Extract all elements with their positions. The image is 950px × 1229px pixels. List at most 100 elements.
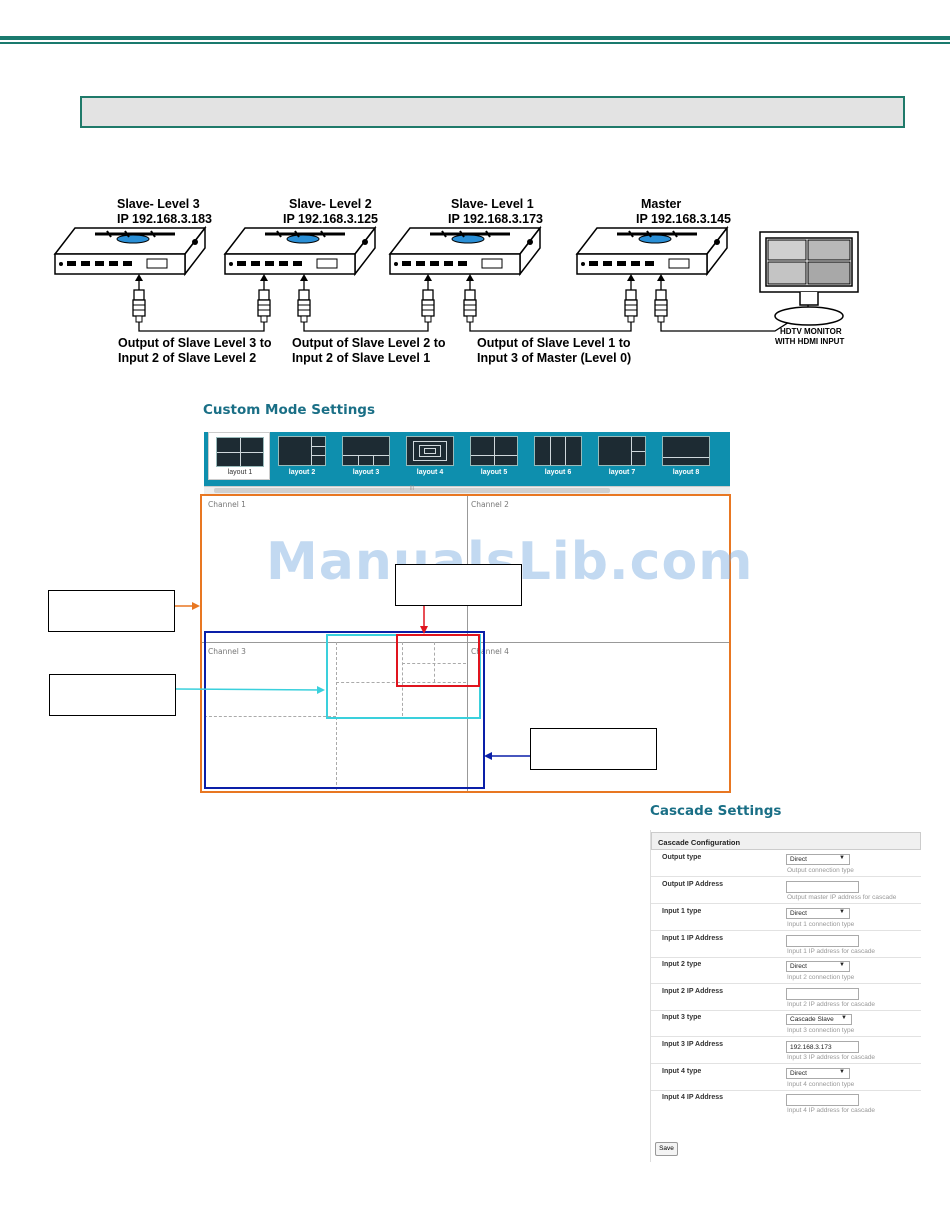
field-label: Input 2 IP Address bbox=[662, 988, 724, 995]
callout-box-right bbox=[530, 728, 657, 770]
chevron-down-icon: ▼ bbox=[839, 909, 845, 915]
monitor-caption: HDTV MONITOR WITH HDMI INPUT bbox=[775, 327, 845, 346]
layout-tab-label: layout 2 bbox=[288, 469, 316, 476]
layout-1-thumbnail bbox=[216, 437, 264, 467]
input-2-ip-field[interactable] bbox=[786, 988, 859, 1000]
subgrid-line bbox=[336, 642, 337, 790]
field-label: Input 4 type bbox=[662, 1068, 702, 1075]
red-region-highlight bbox=[396, 634, 480, 687]
field-help: Input 2 connection type bbox=[787, 974, 855, 981]
field-help: Input 3 connection type bbox=[787, 1027, 855, 1034]
input-2-type-select[interactable]: Direct▼ bbox=[786, 961, 850, 972]
layout-tab-3[interactable]: layout 3 bbox=[338, 436, 394, 480]
layout-7-thumbnail bbox=[598, 436, 646, 466]
subgrid-line bbox=[402, 642, 403, 716]
field-help: Input 2 IP address for cascade bbox=[787, 1001, 876, 1008]
field-help: Input 3 IP address for cascade bbox=[787, 1054, 876, 1061]
scroll-grip: ||| bbox=[410, 485, 414, 491]
field-help: Input 4 connection type bbox=[787, 1081, 855, 1088]
channel-divider-h bbox=[202, 642, 729, 643]
input-3-type-select[interactable]: Cascade Slave▼ bbox=[786, 1014, 852, 1025]
input-1-type-row: Input 1 type Direct▼ Input 1 connection … bbox=[651, 904, 921, 931]
layout-tab-7[interactable]: layout 7 bbox=[594, 436, 650, 480]
layout-6-thumbnail bbox=[534, 436, 582, 466]
field-label: Input 1 IP Address bbox=[662, 935, 724, 942]
subgrid-line bbox=[336, 682, 466, 683]
subgrid-line bbox=[434, 642, 435, 682]
input-4-type-row: Input 4 type Direct▼ Input 4 connection … bbox=[651, 1064, 921, 1091]
field-label: Input 4 IP Address bbox=[662, 1094, 724, 1101]
input-4-type-select[interactable]: Direct▼ bbox=[786, 1068, 850, 1079]
layout-tab-8[interactable]: layout 8 bbox=[658, 436, 714, 480]
callout-box-left-2 bbox=[49, 674, 176, 716]
callout-box-top bbox=[395, 564, 522, 606]
layout-tab-label: layout 3 bbox=[352, 469, 380, 476]
field-label: Input 1 type bbox=[662, 908, 702, 915]
layout-selector-bar: layout 1 layout 2 layout 3 layout 4 layo… bbox=[204, 432, 730, 486]
top-rule-thin bbox=[0, 42, 950, 44]
layout-scrollbar[interactable]: ||| bbox=[204, 485, 730, 494]
output-type-select[interactable]: Direct▼ bbox=[786, 854, 850, 865]
layout-4-thumbnail bbox=[406, 436, 454, 466]
field-help: Output master IP address for cascade bbox=[787, 894, 897, 901]
input-4-ip-row: Input 4 IP Address Input 4 IP address fo… bbox=[651, 1090, 921, 1117]
layout-tab-2[interactable]: layout 2 bbox=[274, 436, 330, 480]
layout-2-thumbnail bbox=[278, 436, 326, 466]
cascade-settings-title: Cascade Settings bbox=[650, 803, 782, 819]
subgrid-line bbox=[204, 716, 336, 717]
layout-tab-label: layout 7 bbox=[608, 469, 636, 476]
layout-tab-label: layout 8 bbox=[672, 469, 700, 476]
layout-tab-5[interactable]: layout 5 bbox=[466, 436, 522, 480]
layout-3-thumbnail bbox=[342, 436, 390, 466]
input-2-ip-row: Input 2 IP Address Input 2 IP address fo… bbox=[651, 984, 921, 1011]
layout-tab-label: layout 4 bbox=[416, 469, 444, 476]
field-label: Input 2 type bbox=[662, 961, 702, 968]
field-help: Input 1 IP address for cascade bbox=[787, 948, 876, 955]
layout-5-thumbnail bbox=[470, 436, 518, 466]
scrollbar-thumb[interactable]: ||| bbox=[214, 485, 610, 493]
layout-tab-4[interactable]: layout 4 bbox=[402, 436, 458, 480]
output-ip-field[interactable] bbox=[786, 881, 859, 893]
input-1-ip-field[interactable] bbox=[786, 935, 859, 947]
callout-box-left-1 bbox=[48, 590, 175, 632]
field-label: Input 3 IP Address bbox=[662, 1041, 724, 1048]
input-3-type-row: Input 3 type Cascade Slave▼ Input 3 conn… bbox=[651, 1010, 921, 1037]
layout-tab-label: layout 6 bbox=[544, 469, 572, 476]
layout-tab-6[interactable]: layout 6 bbox=[530, 436, 586, 480]
channel-1-label: Channel 1 bbox=[208, 500, 246, 509]
layout-8-thumbnail bbox=[662, 436, 710, 466]
blue-region-highlight bbox=[204, 631, 485, 789]
field-label: Input 3 type bbox=[662, 1014, 702, 1021]
input-1-ip-row: Input 1 IP Address Input 1 IP address fo… bbox=[651, 931, 921, 958]
section-header-bar bbox=[80, 96, 905, 128]
chevron-down-icon: ▼ bbox=[839, 962, 845, 968]
chevron-down-icon: ▼ bbox=[839, 855, 845, 861]
cascade-configuration-header: Cascade Configuration bbox=[651, 832, 921, 850]
layout-tab-1[interactable]: layout 1 bbox=[208, 432, 270, 480]
input-3-ip-row: Input 3 IP Address 192.168.3.173 Input 3… bbox=[651, 1037, 921, 1064]
input-3-ip-field[interactable]: 192.168.3.173 bbox=[786, 1041, 859, 1053]
field-help: Output connection type bbox=[787, 867, 854, 874]
channel-divider-v bbox=[467, 496, 468, 791]
channel-3-label: Channel 3 bbox=[208, 647, 246, 656]
output-ip-row: Output IP Address Output master IP addre… bbox=[651, 877, 921, 904]
input-4-ip-field[interactable] bbox=[786, 1094, 859, 1106]
channel-2-label: Channel 2 bbox=[471, 500, 509, 509]
channel-4-label: Channel 4 bbox=[471, 647, 509, 656]
layout-tab-label: layout 5 bbox=[480, 469, 508, 476]
hdtv-monitor bbox=[759, 231, 859, 326]
layout-tab-label: layout 1 bbox=[227, 469, 253, 476]
field-help: Input 1 connection type bbox=[787, 921, 855, 928]
save-button[interactable]: Save bbox=[655, 1142, 678, 1156]
wiring-svg bbox=[53, 226, 859, 332]
input-1-type-select[interactable]: Direct▼ bbox=[786, 908, 850, 919]
top-rule bbox=[0, 36, 950, 40]
field-label: Output type bbox=[662, 854, 702, 861]
custom-mode-title: Custom Mode Settings bbox=[203, 402, 375, 418]
